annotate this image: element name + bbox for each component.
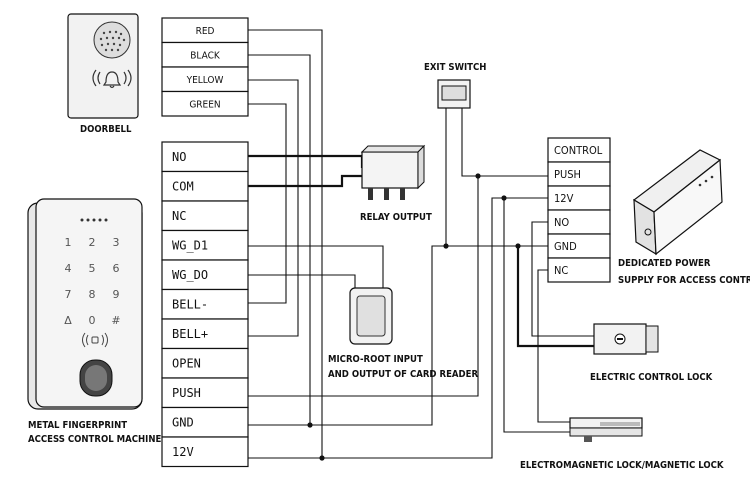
keypad-key: 8 (89, 288, 96, 301)
keypad-key: 3 (113, 236, 120, 249)
power-terminal (547, 137, 611, 163)
machine-terminal (161, 436, 249, 468)
power-caption-line2: SUPPLY FOR ACCESS CONTROL (618, 275, 750, 286)
doorbell-terminal-label: BLACK (190, 51, 221, 62)
machine-terminal-label: WG_DO (172, 268, 208, 282)
keypad-key: 2 (89, 236, 96, 249)
doorbell-caption: DOORBELL (80, 124, 132, 135)
keypad-key: 1 (65, 236, 72, 249)
keypad-key: 9 (113, 288, 120, 301)
keypad-key: 5 (89, 262, 96, 275)
wire-wg-d1 (248, 245, 384, 288)
keypad: 1 2 3 4 5 6 7 8 9Δ 0 # (64, 236, 120, 327)
doorbell-terminal-label: RED (196, 26, 215, 37)
keypad-key: # (111, 314, 120, 327)
power-caption-line1: DEDICATED POWER (618, 258, 711, 269)
doorbell-terminal (161, 90, 249, 117)
wire-relay-com (248, 174, 362, 188)
wire-wg-d0 (248, 274, 356, 288)
doorbell-speaker (93, 21, 131, 59)
wire-green (248, 103, 287, 304)
machine-terminal (161, 318, 249, 350)
machine-terminal (161, 229, 249, 261)
machine-terminal-label: OPEN (172, 357, 201, 371)
power-supply-device (632, 149, 723, 256)
wire-push (248, 176, 479, 397)
magnetic-lock-caption: ELECTROMAGNETIC LOCK/MAGNETIC LOCK (520, 460, 724, 471)
fingerprint-machine: 1 2 3 4 5 6 7 8 9Δ 0 # (27, 198, 143, 410)
card-reader-device (349, 287, 393, 345)
machine-terminal-label: 12V (172, 445, 194, 459)
wire-lock-no (531, 221, 594, 337)
power-terminal (547, 233, 611, 259)
keypad-key: Δ (64, 314, 72, 327)
machine-terminal (161, 406, 249, 438)
card-reader-caption-line2: AND OUTPUT OF CARD READER (328, 369, 478, 380)
wire-exit-b (461, 108, 548, 177)
wire-lock-gnd (516, 246, 594, 348)
keypad-key: 6 (113, 262, 120, 275)
wire-maglock-a (503, 198, 570, 433)
machine-terminal (161, 288, 249, 320)
machine-terminal-label: GND (172, 416, 194, 430)
power-terminal-label: PUSH (554, 168, 581, 181)
doorbell-terminal-label: YELLOW (186, 75, 224, 86)
power-terminal (547, 209, 611, 235)
doorbell-terminal (161, 41, 249, 68)
machine-terminal (161, 347, 249, 379)
wire-red (248, 29, 323, 459)
machine-terminal-label: WG_D1 (172, 239, 208, 253)
exit-switch-device (437, 79, 471, 109)
magnetic-lock-device (569, 417, 643, 442)
exit-switch-caption: EXIT SWITCH (424, 62, 486, 73)
machine-caption-line2: ACCESS CONTROL MACHINE (28, 434, 162, 445)
wires (248, 29, 594, 461)
wire-yellow (248, 79, 299, 337)
power-terminal-label: CONTROL (554, 144, 603, 157)
doorbell-terminal-block: RED BLACK YELLOW GREEN (161, 17, 249, 117)
keypad-key: 7 (65, 288, 72, 301)
wire-gnd (248, 245, 548, 426)
machine-front (35, 198, 143, 408)
fingerprint-sensor (79, 359, 113, 397)
machine-terminal-label: BELL- (172, 298, 208, 312)
status-leds (80, 218, 108, 222)
machine-terminal-label: COM (172, 180, 194, 194)
doorbell-terminal (161, 66, 249, 93)
wire-maglock-b (537, 269, 570, 423)
keypad-key: 0 (89, 314, 96, 327)
keypad-key: 4 (65, 262, 72, 275)
electric-lock-caption: ELECTRIC CONTROL LOCK (590, 372, 713, 383)
power-terminal-block: CONTROL PUSH 12V NO GND NC (547, 137, 611, 283)
power-terminal-label: NC (554, 264, 568, 277)
power-terminal-label: GND (554, 240, 577, 253)
wire-relay-no (248, 154, 364, 168)
power-terminal-label: NO (554, 216, 569, 229)
machine-caption-line1: METAL FINGERPRINT (28, 420, 127, 431)
relay-caption: RELAY OUTPUT (360, 212, 432, 223)
machine-terminal-label: NC (172, 209, 186, 223)
machine-terminal-label: NO (172, 150, 186, 164)
power-terminal-label: 12V (554, 192, 574, 205)
wire-12v (248, 197, 548, 459)
doorbell-device (67, 13, 139, 119)
card-reader-icon (82, 332, 108, 348)
power-terminal (547, 185, 611, 211)
machine-terminal (161, 200, 249, 232)
power-terminal (547, 257, 611, 283)
electric-lock-device (593, 323, 659, 355)
machine-terminal (161, 170, 249, 202)
machine-terminal-label: PUSH (172, 386, 201, 400)
wire-black (248, 54, 311, 426)
relay-device (360, 144, 426, 200)
doorbell-terminal-label: GREEN (189, 100, 220, 111)
card-reader-caption-line1: MICRO-ROOT INPUT (328, 354, 423, 365)
bell-icon (92, 69, 132, 89)
machine-terminal-label: BELL+ (172, 327, 208, 341)
